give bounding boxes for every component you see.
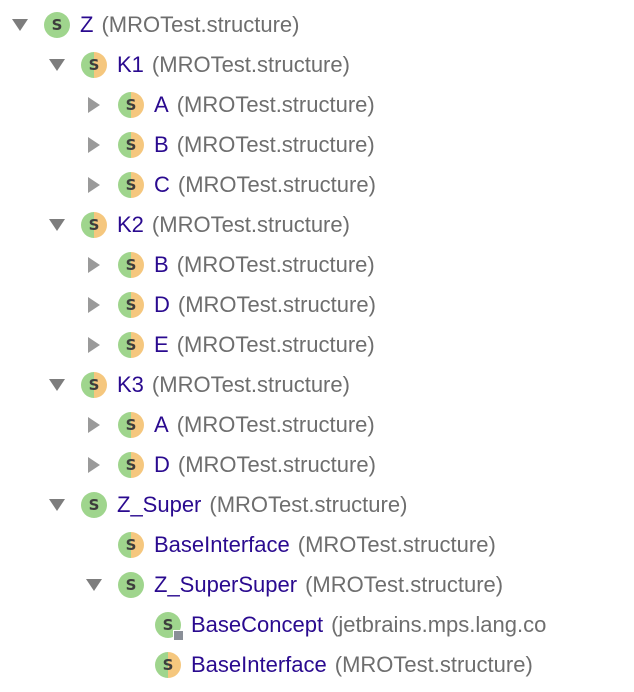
node-name: K1 (117, 52, 144, 77)
node-package: (MROTest.structure) (177, 292, 376, 317)
concept-icon: S (155, 612, 184, 641)
node-name: BaseInterface (191, 652, 327, 677)
expanded-arrow-icon[interactable] (49, 377, 65, 393)
expanded-arrow-icon[interactable] (86, 577, 102, 593)
interface-concept-icon: S (118, 172, 144, 198)
node-package: (MROTest.structure) (176, 132, 375, 157)
node-package: (MROTest.structure) (177, 452, 376, 477)
interface-concept-icon: S (118, 252, 144, 278)
node-name: D (154, 452, 170, 477)
node-package: (MROTest.structure) (297, 532, 496, 557)
interface-concept-icon: S (81, 52, 107, 78)
tree-node-baseinterface[interactable]: S BaseInterface (MROTest.structure) (86, 525, 496, 565)
interface-concept-icon: S (118, 532, 144, 558)
node-package: (MROTest.structure) (151, 212, 350, 237)
node-name: B (154, 252, 169, 277)
collapsed-arrow-icon[interactable] (86, 97, 102, 113)
node-name: Z (80, 12, 94, 37)
node-name: BaseInterface (154, 532, 290, 557)
node-package: (MROTest.structure) (176, 332, 375, 357)
interface-concept-icon: S (118, 132, 144, 158)
interface-concept-icon: S (118, 92, 144, 118)
interface-concept-icon: S (118, 332, 144, 358)
node-package: (MROTest.structure) (101, 12, 300, 37)
concept-icon: S (81, 492, 107, 518)
interface-concept-icon: S (118, 452, 144, 478)
interface-concept-icon: S (118, 412, 144, 438)
node-name: K2 (117, 212, 144, 237)
node-name: E (154, 332, 169, 357)
node-package: (MROTest.structure) (176, 92, 375, 117)
node-name: A (154, 92, 169, 117)
abstract-badge-icon (173, 630, 184, 641)
collapsed-arrow-icon[interactable] (86, 337, 102, 353)
node-package: (MROTest.structure) (176, 412, 375, 437)
node-package: (MROTest.structure) (305, 572, 504, 597)
node-package: (MROTest.structure) (151, 52, 350, 77)
tree-node-k3[interactable]: S K3 (MROTest.structure) (49, 365, 350, 405)
tree-node-z-supersuper[interactable]: S Z_SuperSuper (MROTest.structure) (86, 565, 503, 605)
tree-node-baseconcept[interactable]: S BaseConcept (jetbrains.mps.lang.co (123, 605, 546, 645)
node-package: (MROTest.structure) (177, 172, 376, 197)
tree-node-k2[interactable]: S K2 (MROTest.structure) (49, 205, 350, 245)
expanded-arrow-icon[interactable] (12, 17, 28, 33)
interface-concept-icon: S (155, 652, 181, 678)
node-name: C (154, 172, 170, 197)
expanded-arrow-icon[interactable] (49, 217, 65, 233)
interface-concept-icon: S (81, 212, 107, 238)
node-name: BaseConcept (191, 612, 324, 637)
node-name: Z_SuperSuper (154, 572, 298, 597)
tree-node-z-super[interactable]: S Z_Super (MROTest.structure) (49, 485, 407, 525)
tree-node-k1[interactable]: S K1 (MROTest.structure) (49, 45, 350, 85)
node-name: D (154, 292, 170, 317)
collapsed-arrow-icon[interactable] (86, 177, 102, 193)
node-package: (MROTest.structure) (151, 372, 350, 397)
collapsed-arrow-icon[interactable] (86, 137, 102, 153)
tree-node-baseinterface[interactable]: S BaseInterface (MROTest.structure) (123, 645, 533, 685)
node-name: A (154, 412, 169, 437)
collapsed-arrow-icon[interactable] (86, 457, 102, 473)
node-package: (MROTest.structure) (334, 652, 533, 677)
interface-concept-icon: S (118, 292, 144, 318)
node-package: (MROTest.structure) (176, 252, 375, 277)
collapsed-arrow-icon[interactable] (86, 297, 102, 313)
concept-icon: S (118, 572, 144, 598)
expanded-arrow-icon[interactable] (49, 497, 65, 513)
node-package: (MROTest.structure) (209, 492, 408, 517)
concept-icon: S (44, 12, 70, 38)
expanded-arrow-icon[interactable] (49, 57, 65, 73)
node-name: K3 (117, 372, 144, 397)
node-name: B (154, 132, 169, 157)
collapsed-arrow-icon[interactable] (86, 257, 102, 273)
node-package: (jetbrains.mps.lang.co (331, 612, 547, 637)
node-name: Z_Super (117, 492, 202, 517)
collapsed-arrow-icon[interactable] (86, 417, 102, 433)
interface-concept-icon: S (81, 372, 107, 398)
